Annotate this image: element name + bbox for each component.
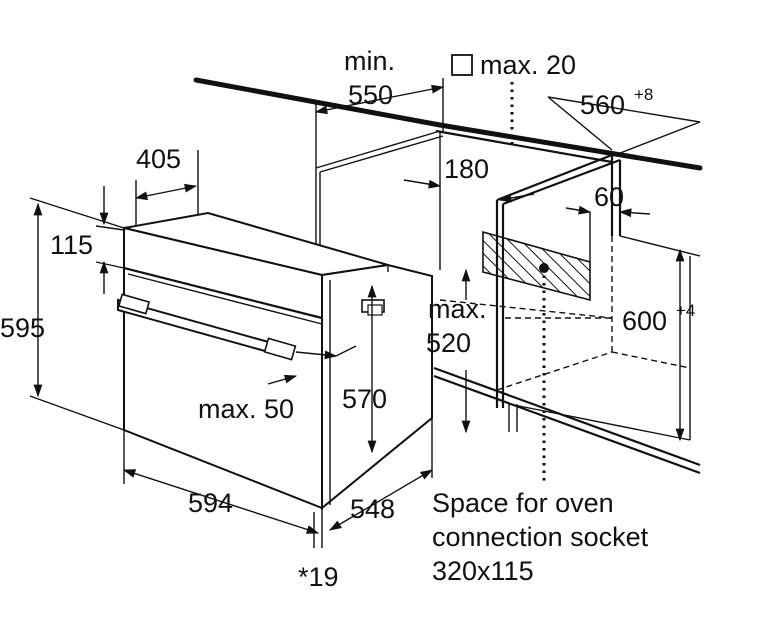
label-594: 594 [188, 488, 233, 518]
dimension-lines [29, 78, 701, 548]
label-115: 115 [50, 230, 93, 260]
label-405: 405 [136, 144, 181, 174]
label-60: 60 [594, 182, 624, 212]
label-min: min. [344, 46, 395, 76]
square-icon [451, 54, 473, 76]
label-520: 520 [426, 328, 471, 358]
label-19: *19 [298, 562, 339, 592]
socket-space-hatch [482, 230, 591, 302]
label-548: 548 [350, 494, 395, 524]
label-600-tolerance: +4 [676, 301, 695, 320]
label-max: max. [428, 294, 487, 324]
label-max20: max. 20 [480, 50, 576, 80]
note-line-3: 320x115 [432, 556, 534, 586]
note-line-2: connection socket [432, 522, 649, 552]
label-180: 180 [444, 154, 489, 184]
label-600: 600 [622, 306, 667, 336]
note-line-1: Space for oven [432, 488, 614, 518]
label-550: 550 [348, 80, 393, 110]
cabinet-niche [193, 77, 703, 475]
oven [117, 211, 433, 511]
label-595: 595 [0, 313, 45, 343]
label-560: 560 [580, 90, 625, 120]
label-570: 570 [342, 384, 387, 414]
oven-handle [117, 293, 297, 361]
label-560-tolerance: +8 [634, 85, 653, 104]
label-max50: max. 50 [198, 394, 294, 424]
